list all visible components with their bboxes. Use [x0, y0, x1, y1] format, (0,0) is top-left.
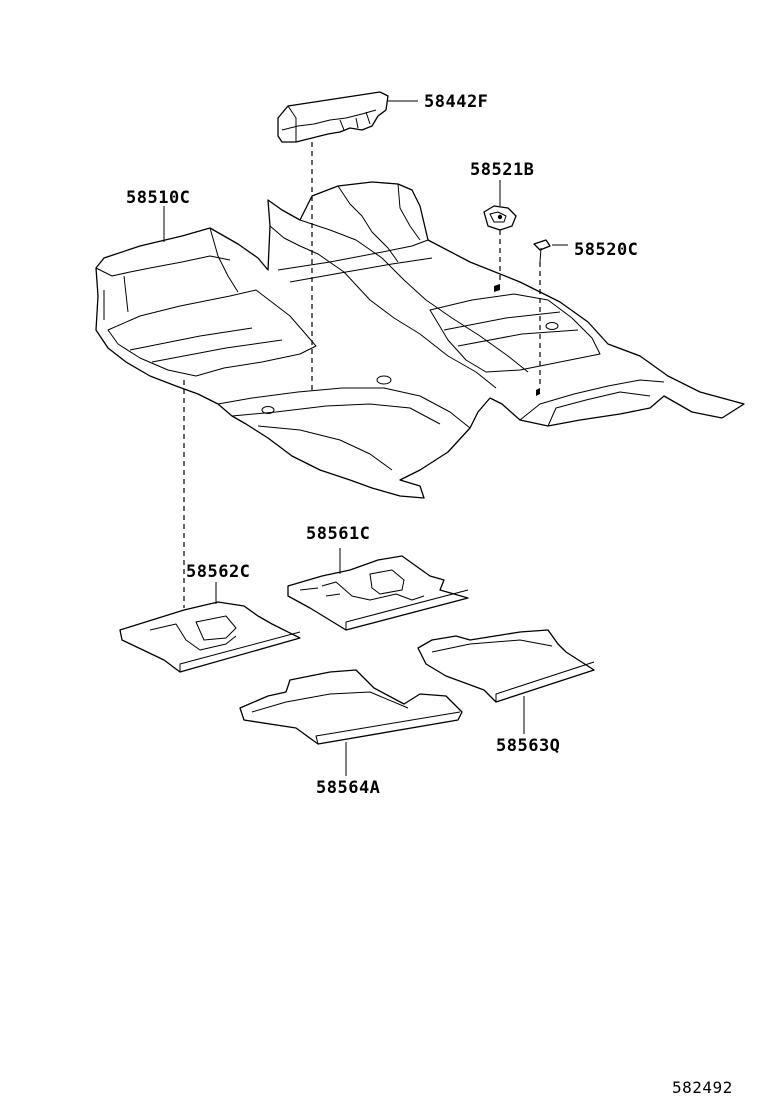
part-58520c-fastener[interactable] [533, 239, 568, 263]
callout-58442f: 58442F [424, 92, 489, 112]
part-58564a-mat[interactable] [239, 669, 463, 776]
callout-58510c: 58510C [126, 188, 191, 208]
part-58563q-mat[interactable] [417, 629, 595, 734]
part-58562c-mat[interactable] [119, 582, 301, 673]
callout-58561c: 58561C [306, 524, 371, 544]
callout-58521b: 58521B [470, 160, 535, 180]
diagram-id: 582492 [672, 1078, 733, 1097]
part-58442f-cover[interactable] [277, 91, 418, 143]
part-58561c-mat[interactable] [287, 548, 469, 631]
callout-58520c: 58520C [574, 240, 639, 260]
part-58521b-clip[interactable] [483, 180, 517, 231]
callout-58562c: 58562C [186, 562, 251, 582]
part-58510c-floor-carpet[interactable] [95, 181, 745, 499]
callout-58564a: 58564A [316, 778, 381, 798]
callout-58563q: 58563Q [496, 736, 561, 756]
